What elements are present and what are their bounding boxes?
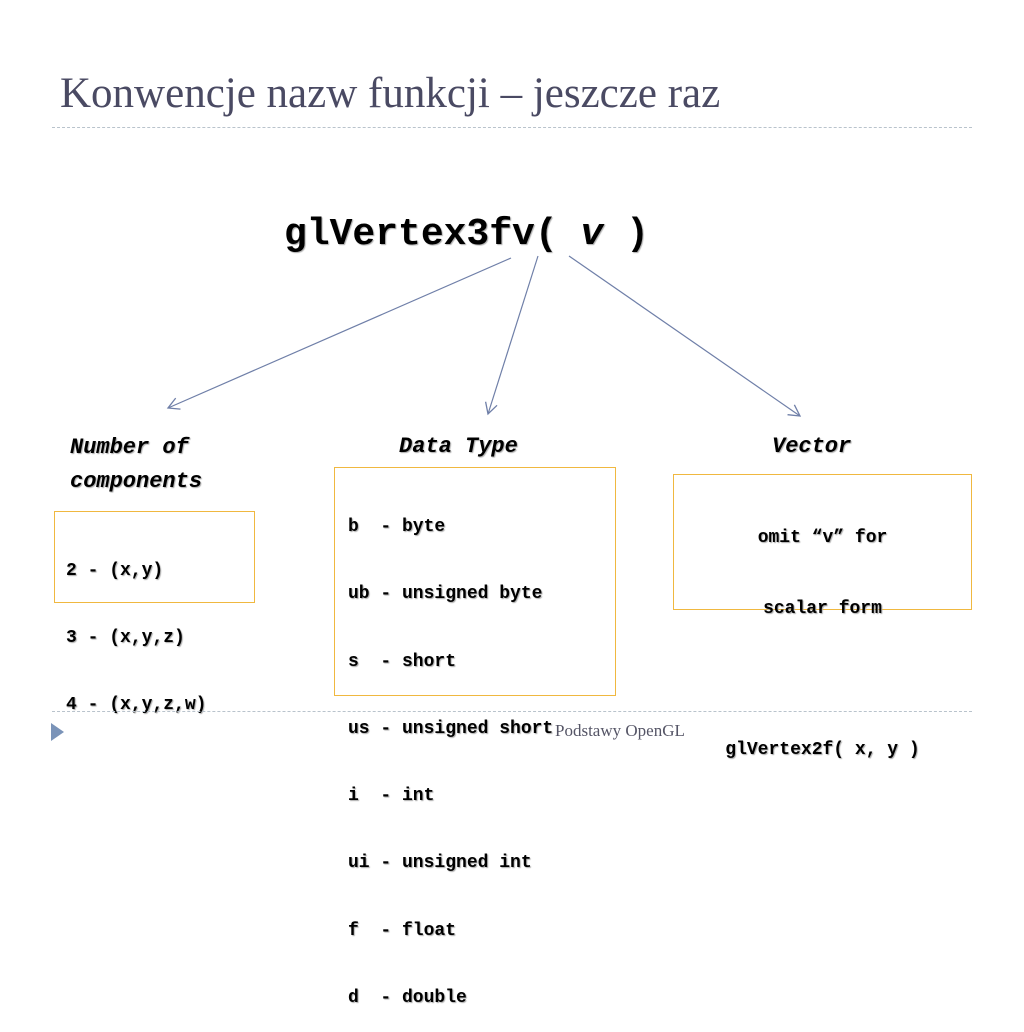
data-type-item: d - double — [348, 988, 467, 1009]
function-close: ) — [626, 213, 649, 256]
data-type-box: b - byte ub - unsigned byte s - short us… — [334, 467, 616, 1008]
components-heading-line1: Number of — [70, 435, 189, 460]
data-type-item: ui - unsigned int — [348, 853, 532, 874]
slide-title: Konwencje nazw funkcji – jeszcze raz — [60, 70, 721, 117]
vector-spacer — [674, 664, 971, 695]
components-item: 4 - (x,y,z,w) — [66, 695, 207, 715]
function-name: glVertex3fv( — [284, 213, 558, 256]
arrow-to-vector — [568, 255, 802, 417]
function-argument: v — [580, 213, 604, 256]
data-type-item: s - short — [348, 651, 457, 672]
vector-example: glVertex2f( x, y ) — [725, 739, 920, 760]
slide-footer: Podstawy OpenGL — [555, 721, 685, 740]
vector-line-1: omit “v” for — [757, 528, 888, 548]
data-type-item: i - int — [348, 786, 435, 807]
data-type-item: f - float — [348, 920, 457, 941]
components-item: 3 - (x,y,z) — [66, 628, 185, 648]
components-box: 2 - (x,y) 3 - (x,y,z) 4 - (x,y,z,w) — [54, 511, 255, 715]
function-signature: glVertex3fv( v ) — [284, 216, 649, 254]
arrow-to-components — [166, 257, 512, 410]
title-divider — [52, 127, 972, 128]
data-type-heading: Data Type — [399, 434, 518, 459]
components-heading-line2: components — [70, 469, 203, 494]
vector-box: omit “v” for scalar form glVertex2f( x, … — [673, 474, 972, 760]
vector-heading: Vector — [772, 434, 852, 459]
data-type-item: b - byte — [348, 517, 446, 537]
data-type-item: us - unsigned short — [348, 718, 554, 739]
components-item: 2 - (x,y) — [66, 561, 164, 581]
vector-line-2: scalar form — [763, 598, 882, 619]
footer-divider — [52, 711, 972, 712]
data-type-item: ub - unsigned byte — [348, 584, 543, 605]
arrows-diagram — [166, 255, 802, 417]
components-heading: Number of components — [70, 431, 202, 499]
triangle-bullet-icon — [51, 723, 64, 741]
arrow-to-data-type — [484, 255, 539, 416]
